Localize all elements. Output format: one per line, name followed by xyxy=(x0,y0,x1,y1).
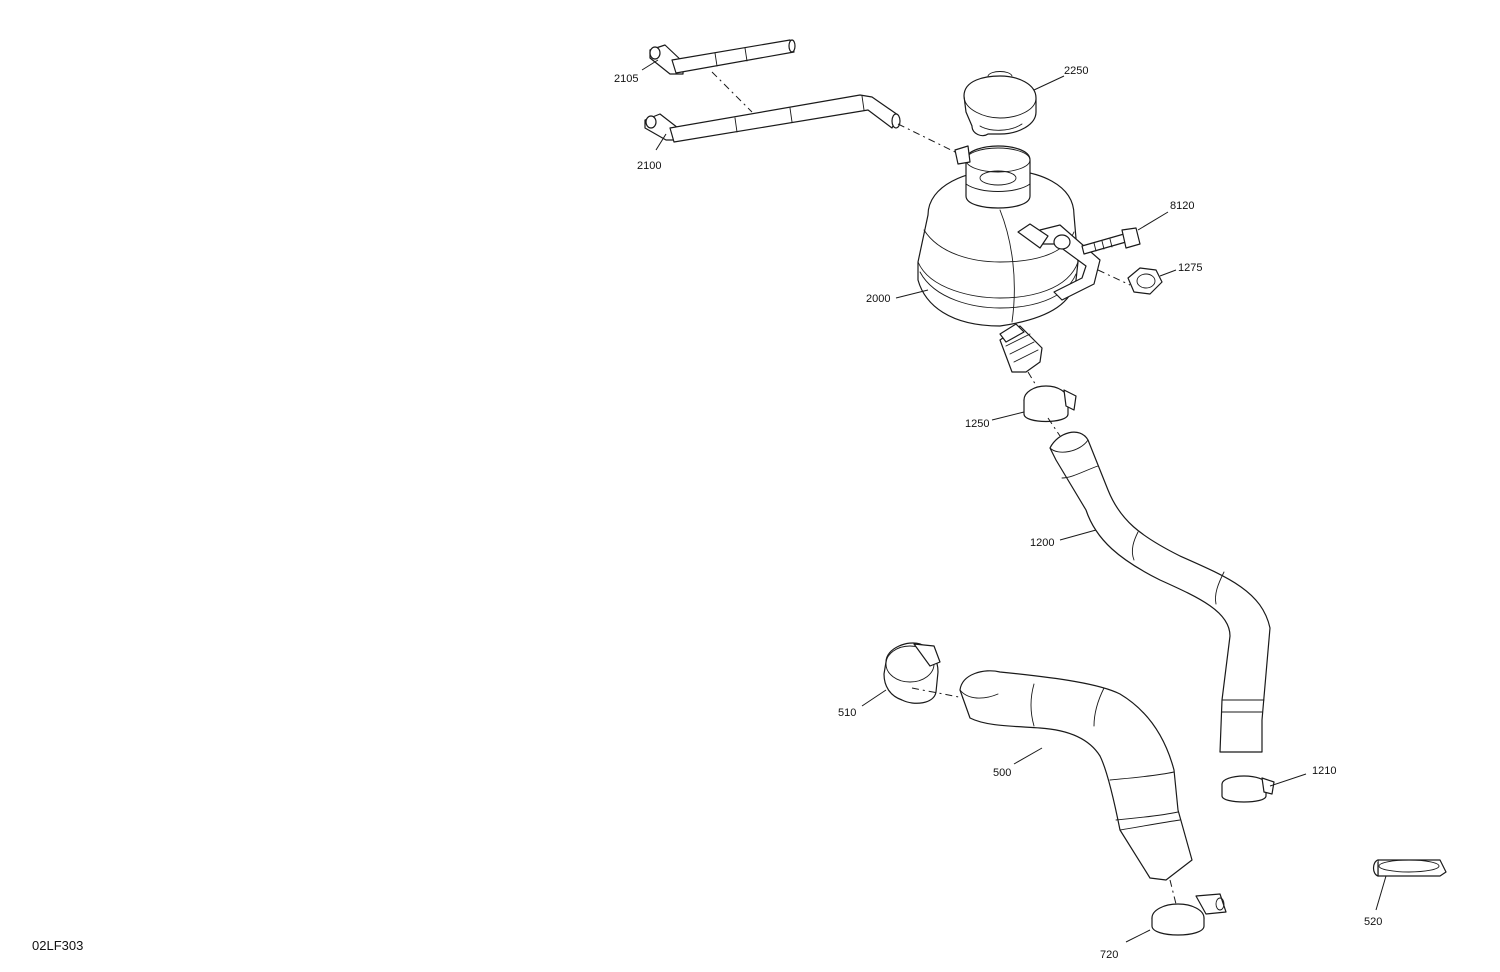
part-2000-expansion-tank[interactable] xyxy=(917,145,1101,373)
callout-2105: 2105 xyxy=(614,73,638,85)
assembly-line-clamp-hose xyxy=(1047,417,1061,437)
part-1275-nut[interactable] xyxy=(1127,267,1163,295)
assembly-line-vent-to-tank xyxy=(897,123,956,153)
callout-1275: 1275 xyxy=(1178,262,1202,274)
callout-2250: 2250 xyxy=(1064,65,1088,77)
callout-510: 510 xyxy=(838,707,856,719)
part-720-clamp[interactable] xyxy=(1151,893,1227,936)
callout-720: 720 xyxy=(1100,949,1118,961)
callout-1200: 1200 xyxy=(1030,537,1054,549)
assembly-line-vent-hoses xyxy=(711,71,753,113)
part-1200-radiator-hose[interactable] xyxy=(1049,431,1271,753)
part-510-clamp[interactable] xyxy=(883,642,941,704)
callout-500: 500 xyxy=(993,767,1011,779)
callout-520: 520 xyxy=(1364,916,1382,928)
part-2250-pressure-cap[interactable] xyxy=(963,71,1037,137)
callout-1210: 1210 xyxy=(1312,765,1336,777)
part-1210-clamp[interactable] xyxy=(1221,775,1275,803)
part-2100-vent-hose[interactable] xyxy=(644,94,901,143)
assembly-line-screw xyxy=(1097,269,1131,286)
part-2105-vent-hose[interactable] xyxy=(649,39,796,75)
assembly-line-lower-hose-clamp xyxy=(1169,879,1177,905)
diagram-code: 02LF303 xyxy=(32,938,84,953)
callout-2000: 2000 xyxy=(866,293,890,305)
part-1250-clamp[interactable] xyxy=(1023,385,1077,423)
callout-2100: 2100 xyxy=(637,160,661,172)
part-8120-screw[interactable] xyxy=(1081,227,1141,255)
callout-1250: 1250 xyxy=(965,418,989,430)
callout-8120: 8120 xyxy=(1170,200,1194,212)
part-500-radiator-hose[interactable] xyxy=(959,670,1193,881)
part-520-clamp[interactable] xyxy=(1372,859,1447,877)
